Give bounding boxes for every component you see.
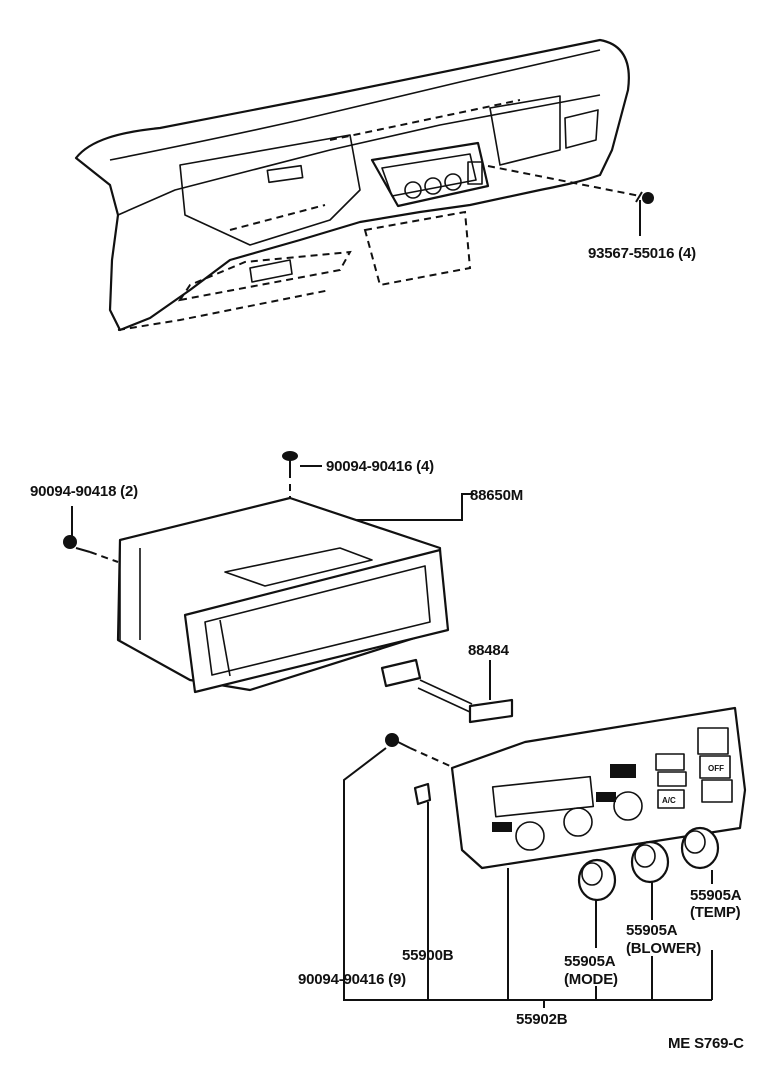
button-defrost [655, 753, 685, 771]
harness-88484-illustration [380, 658, 514, 724]
dial-temp [613, 791, 643, 821]
button-rear [657, 771, 687, 787]
bulb-55900B-icon [413, 782, 432, 806]
knob-temp-icon [680, 826, 720, 870]
leader-screw-left-dash [89, 551, 119, 563]
storage-box-illustration [116, 496, 450, 694]
part-label-88484: 88484 [468, 642, 510, 659]
part-label-screw-left: 90094-90418 (2) [30, 483, 138, 500]
screw-top-icon [282, 451, 298, 478]
indicator-block [596, 792, 616, 802]
dial-mode [515, 821, 545, 851]
screw-bottom-icon [385, 733, 411, 749]
button-off-label: OFF [708, 764, 724, 773]
button-ac [657, 789, 685, 809]
screw-93567-icon [635, 191, 654, 204]
part-label-screw-bottom: 90094-90416 (9) [298, 971, 406, 988]
leader-screw-bottom-dash [409, 747, 451, 767]
button-ac-label: A/C [662, 796, 676, 805]
part-label-knob-mode: 55905A [564, 953, 616, 970]
part-label-knob-blower-sub: (BLOWER) [626, 940, 701, 957]
part-label-93567: 93567-55016 (4) [588, 245, 696, 262]
part-label-55902B: 55902B [516, 1011, 568, 1028]
part-label-knob-temp: 55905A [690, 887, 742, 904]
part-label-55900B: 55900B [402, 947, 454, 964]
knob-blower-icon [630, 840, 670, 884]
part-label-knob-blower: 55905A [626, 922, 678, 939]
part-label-knob-mode-sub: (MODE) [564, 971, 618, 988]
leader-88650M [296, 493, 474, 521]
control-panel-illustration: OFF A/C [450, 706, 747, 870]
part-label-screw-top: 90094-90416 (4) [326, 458, 434, 475]
bottom-leaders [343, 747, 713, 1008]
button-top [697, 727, 729, 755]
screw-left-icon [63, 535, 91, 553]
dial-blower [563, 807, 593, 837]
part-label-knob-temp-sub: (TEMP) [690, 904, 741, 921]
knob-mode-icon [577, 858, 617, 902]
figure-code: ME S769-C [668, 1035, 744, 1052]
dashboard-illustration [74, 38, 641, 332]
indicator-left [492, 822, 512, 832]
mode-slot [610, 764, 636, 778]
mode-indicator-strip [491, 775, 595, 818]
button-off [699, 755, 731, 779]
button-recirc [701, 779, 733, 803]
part-label-88650M: 88650M [470, 487, 523, 504]
